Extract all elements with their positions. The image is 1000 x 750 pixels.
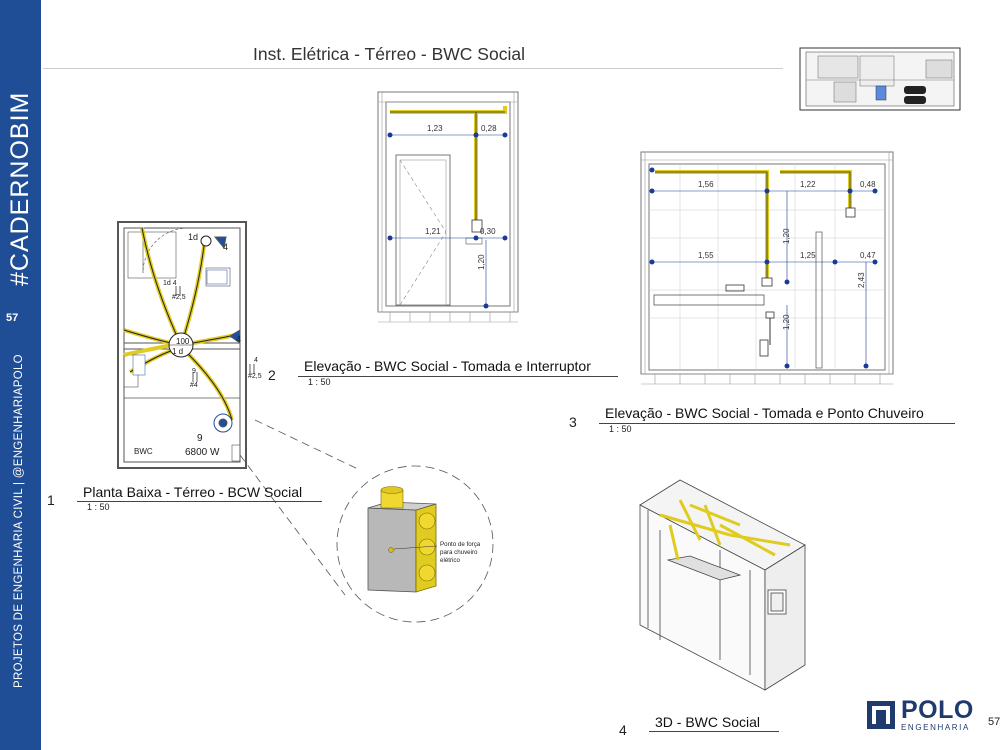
plan-switch-tag: 1d bbox=[188, 232, 198, 242]
plan-circuit-b: 4 bbox=[236, 334, 241, 344]
plan-wire-a: 1d 4 bbox=[163, 280, 177, 287]
elev3-dim-2: 1,22 bbox=[800, 180, 816, 189]
page-title: Inst. Elétrica - Térreo - BWC Social bbox=[253, 44, 525, 64]
view-2-title: Elevação - BWC Social - Tomada e Interru… bbox=[304, 358, 591, 374]
elev2-dim-1: 1,23 bbox=[427, 124, 443, 133]
plan-wire-c2: #4 bbox=[190, 382, 198, 389]
plan-power: 6800 W bbox=[185, 447, 220, 458]
floor-plan bbox=[117, 221, 361, 596]
view-1-title: Planta Baixa - Térreo - BCW Social bbox=[83, 484, 303, 500]
sidebar bbox=[0, 0, 41, 750]
elev3-dim-5: 1,20 bbox=[782, 228, 791, 244]
elev3-dim-8: 2,43 bbox=[857, 272, 866, 288]
detail-callout-line-2: para chuveiro bbox=[440, 549, 478, 556]
plan-wire-c: 9 bbox=[192, 368, 196, 375]
view-4-rule bbox=[649, 731, 779, 732]
elev2-dim-2: 0,28 bbox=[481, 124, 497, 133]
logo-sub: ENGENHARIA bbox=[901, 723, 970, 732]
elev2-dim-3: 1,21 bbox=[425, 227, 441, 236]
view-2-number: 2 bbox=[268, 367, 276, 383]
sidebar-page-number: 57 bbox=[6, 312, 19, 324]
elev3-dim-3: 0,48 bbox=[860, 180, 876, 189]
view-2-rule bbox=[298, 376, 618, 377]
view-3-title: Elevação - BWC Social - Tomada e Ponto C… bbox=[605, 405, 924, 421]
plan-circuit: 9 bbox=[197, 433, 203, 444]
key-plan-thumbnail bbox=[799, 47, 961, 111]
detail-callout-line-1: Ponto de força bbox=[440, 541, 481, 548]
detail-callout: Ponto de força para chuveiro elétrico bbox=[336, 465, 494, 623]
elevation-3: 1,56 1,22 0,48 1,55 1,25 0,47 1,20 2,43 … bbox=[640, 151, 894, 385]
plan-annotations: 1d 4 100 1 d 4 1d 4 #2,5 4 #2,5 9 #4 BWC… bbox=[134, 232, 262, 458]
elev3-dim-4: 1,55 bbox=[698, 251, 714, 260]
elev3-dim-6: 1,25 bbox=[800, 251, 816, 260]
plan-circuit-a: 4 bbox=[223, 242, 228, 252]
plan-room-name: BWC bbox=[134, 447, 153, 456]
plan-wire-b: 4 bbox=[254, 357, 258, 364]
detail-callout-line-3: elétrico bbox=[440, 557, 461, 564]
plan-wire-b2: #2,5 bbox=[248, 373, 262, 380]
elev2-dim-4: 0,30 bbox=[480, 227, 496, 236]
view-4-number: 4 bbox=[619, 722, 627, 738]
plan-lamp-tag: 1 d bbox=[172, 347, 183, 356]
title-rule bbox=[43, 68, 783, 69]
view-3-rule bbox=[599, 423, 955, 424]
iso-3d-view bbox=[639, 479, 806, 691]
elev3-dim-1: 1,56 bbox=[698, 180, 714, 189]
plan-wire-a2: #2,5 bbox=[172, 294, 186, 301]
logo-name: POLO bbox=[901, 696, 974, 724]
view-1-scale: 1 : 50 bbox=[87, 502, 110, 512]
view-1-rule bbox=[77, 501, 322, 502]
view-3-scale: 1 : 50 bbox=[609, 424, 632, 434]
view-3-number: 3 bbox=[569, 414, 577, 430]
elev2-dim-5: 1,20 bbox=[477, 254, 486, 270]
view-2-scale: 1 : 50 bbox=[308, 377, 331, 387]
elev3-dim-7: 0,47 bbox=[860, 251, 876, 260]
elev3-dim-9: 1,20 bbox=[782, 314, 791, 330]
view-1-number: 1 bbox=[47, 492, 55, 508]
view-4-title: 3D - BWC Social bbox=[655, 714, 761, 730]
polo-logo-icon bbox=[867, 701, 895, 729]
elevation-2: 1,23 0,28 1,21 0,30 1,20 bbox=[377, 91, 519, 323]
plan-lamp-power: 100 bbox=[176, 337, 190, 346]
corner-page-number: 57 bbox=[988, 716, 1000, 728]
